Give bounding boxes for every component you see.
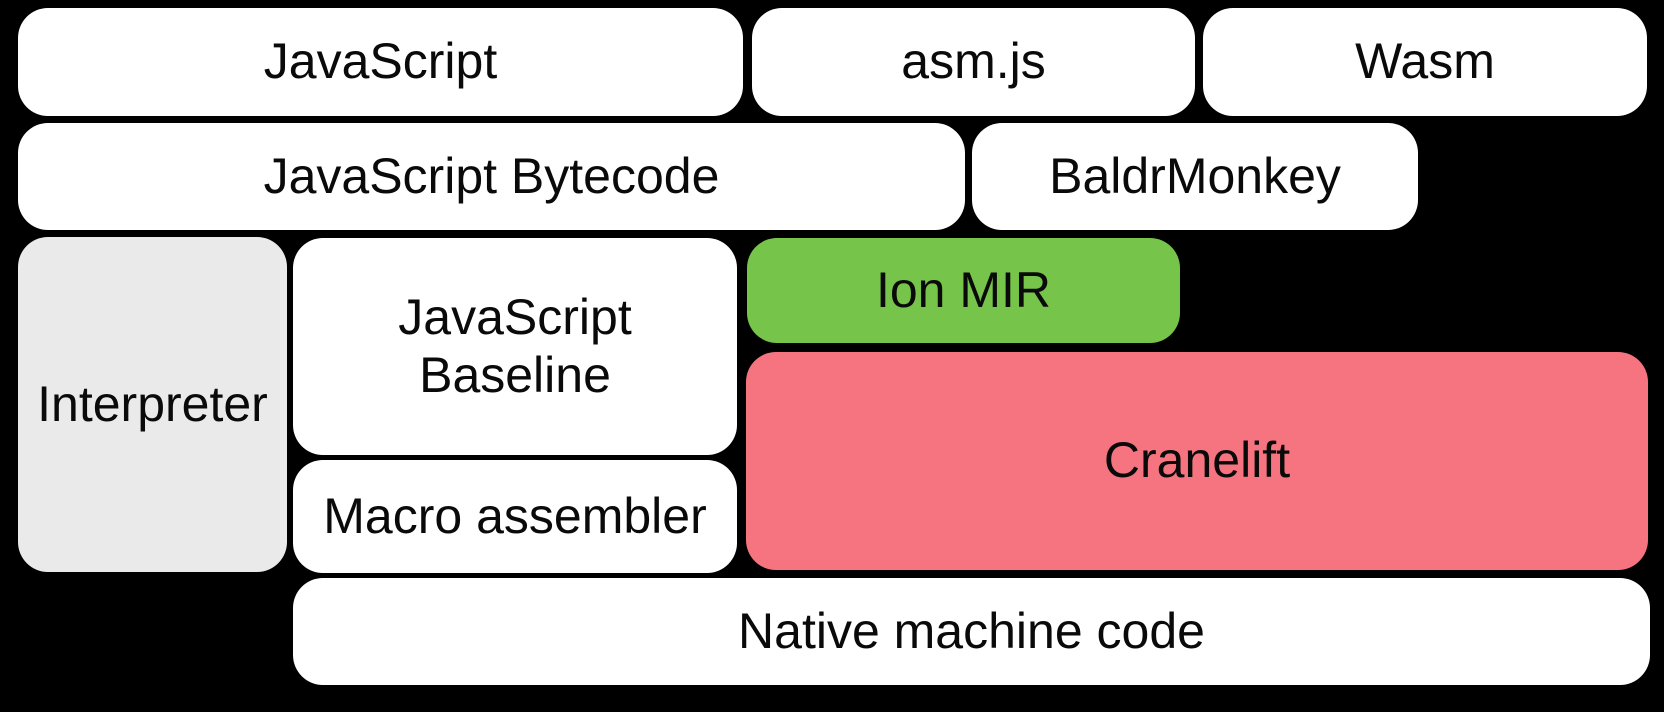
node-javascript-baseline-label: JavaScript Baseline <box>398 289 632 403</box>
node-javascript-bytecode: JavaScript Bytecode <box>18 123 965 230</box>
node-native-machine-code: Native machine code <box>293 578 1650 685</box>
node-asmjs-label: asm.js <box>901 33 1046 90</box>
node-macro-assembler-label: Macro assembler <box>323 487 707 544</box>
node-wasm: Wasm <box>1203 8 1647 116</box>
node-interpreter: Interpreter <box>18 237 287 572</box>
node-javascript-bytecode-label: JavaScript Bytecode <box>263 147 720 204</box>
node-javascript-label: JavaScript <box>263 33 498 90</box>
node-baldrmonkey-label: BaldrMonkey <box>1049 147 1341 204</box>
node-wasm-label: Wasm <box>1355 33 1495 90</box>
node-cranelift-label: Cranelift <box>1103 432 1291 489</box>
node-native-machine-code-label: Native machine code <box>738 602 1205 659</box>
node-baldrmonkey: BaldrMonkey <box>972 123 1418 230</box>
node-javascript-baseline: JavaScript Baseline <box>293 238 737 455</box>
node-javascript: JavaScript <box>18 8 743 116</box>
node-cranelift: Cranelift <box>746 352 1648 570</box>
node-ion-mir-label: Ion MIR <box>875 261 1052 318</box>
node-ion-mir: Ion MIR <box>747 238 1180 343</box>
node-macro-assembler: Macro assembler <box>293 460 737 573</box>
node-asmjs: asm.js <box>752 8 1195 116</box>
node-interpreter-label: Interpreter <box>37 375 268 432</box>
